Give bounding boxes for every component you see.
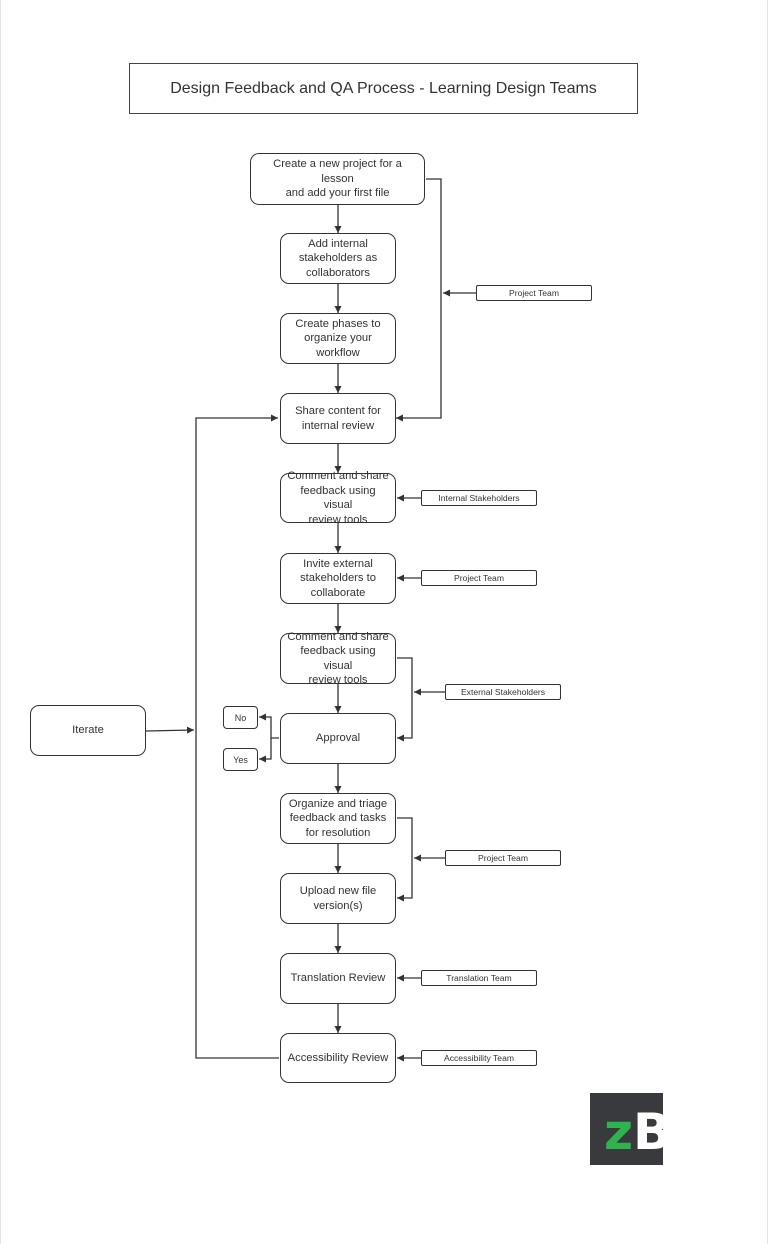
node-line: Add internal <box>308 237 368 250</box>
loop-accessibility-to-share <box>195 414 279 1059</box>
node-line: Comment and share <box>287 630 389 643</box>
tag-project-team: Project Team <box>421 570 537 586</box>
bracket-project-team-1 <box>396 178 442 422</box>
node-line: organize your <box>304 332 372 345</box>
node-line: Yes <box>233 754 248 765</box>
node-iterate: Iterate <box>30 705 146 756</box>
logo-letter-z: z <box>604 1103 634 1161</box>
node-line: Share content for <box>295 405 381 417</box>
node-line: for resolution <box>305 826 371 839</box>
connector-iterate <box>145 726 195 734</box>
node-yes: Yes <box>223 748 258 771</box>
node-comment-external: Comment and share feedback using visual re… <box>280 630 396 686</box>
node-line: stakeholders as <box>298 252 378 265</box>
node-line: internal review <box>301 419 375 432</box>
node-line: Accessibility Review <box>287 1051 389 1064</box>
node-create-project: Create a new project for a lesson and add… <box>250 153 425 205</box>
tag-external-stakeholders: External Stakeholders <box>445 684 561 700</box>
node-line: review tools <box>308 674 368 686</box>
node-accessibility-review: Accessibility Review <box>280 1033 396 1083</box>
node-line: and add your first file <box>285 187 390 200</box>
node-line: feedback using visual <box>300 645 376 672</box>
node-no: No <box>223 706 258 729</box>
node-line: feedback and tasks <box>289 812 387 825</box>
node-line: Organize and triage <box>288 797 388 810</box>
node-line: Comment and share <box>287 470 389 482</box>
connector-approval-to-no <box>259 713 279 739</box>
bracket-external-stakeholders <box>397 657 413 742</box>
connector-approval-to-yes <box>259 738 272 763</box>
diagram-title: Design Feedback and QA Process - Learnin… <box>129 63 638 114</box>
bracket-project-team-3 <box>397 817 413 902</box>
node-line: workflow <box>316 346 360 359</box>
node-line: version(s) <box>313 899 363 912</box>
node-approval: Approval <box>280 713 396 764</box>
node-line: stakeholders to <box>300 572 376 585</box>
node-line: Translation Review <box>290 972 386 985</box>
node-line: Approval <box>315 732 361 745</box>
node-line: feedback using visual <box>300 484 376 512</box>
node-share-content: Share content for internal review <box>280 393 396 444</box>
node-line: Create phases to <box>295 317 381 330</box>
node-line: Iterate <box>72 724 104 737</box>
node-upload-version: Upload new file version(s) <box>280 873 396 924</box>
node-line: review tools <box>308 513 368 526</box>
node-line: Upload new file <box>299 885 377 897</box>
brand-logo: z B <box>590 1093 663 1165</box>
node-line: Create a new project for a lesson <box>273 158 402 185</box>
node-translation-review: Translation Review <box>280 953 396 1004</box>
tag-accessibility-team: Accessibility Team <box>421 1050 537 1066</box>
node-line: Invite external <box>303 557 373 570</box>
node-line: collaborators <box>305 266 371 279</box>
node-line: No <box>234 712 247 723</box>
tag-project-team: Project Team <box>445 850 561 866</box>
tag-translation-team: Translation Team <box>421 970 537 986</box>
logo-letter-b: B <box>633 1103 663 1161</box>
tag-internal-stakeholders: Internal Stakeholders <box>421 490 537 506</box>
page-border-left <box>0 0 1 1244</box>
tag-project-team: Project Team <box>476 285 592 301</box>
node-line: collaborate <box>310 586 366 599</box>
